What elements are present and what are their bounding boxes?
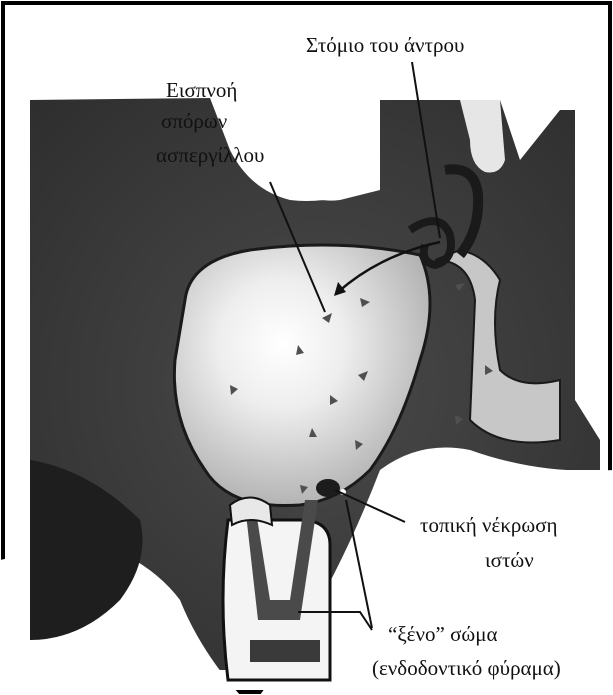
inhalation-label-line-1: Εισπνοή (166, 78, 237, 102)
necrosis-label-line-2: ιστών (485, 548, 534, 572)
ostium-label: Στόμιο του άντρου (306, 33, 464, 57)
inhalation-label-line-2: σπόρων (161, 109, 227, 133)
inhalation-label-line-3: ασπεργίλλου (156, 143, 264, 167)
tooth-enamel-edge (230, 498, 272, 526)
tooth (223, 498, 330, 681)
root-filling (250, 640, 320, 662)
necrosis-label-line-1: τοπική νέκρωση (420, 513, 558, 537)
foreign-body-label-line-1: “ξένο” σώμα (388, 622, 497, 646)
necrosis-spot (316, 479, 340, 497)
foreign-body-label-line-2: (ενδοδοντικό φύραμα) (372, 656, 561, 680)
